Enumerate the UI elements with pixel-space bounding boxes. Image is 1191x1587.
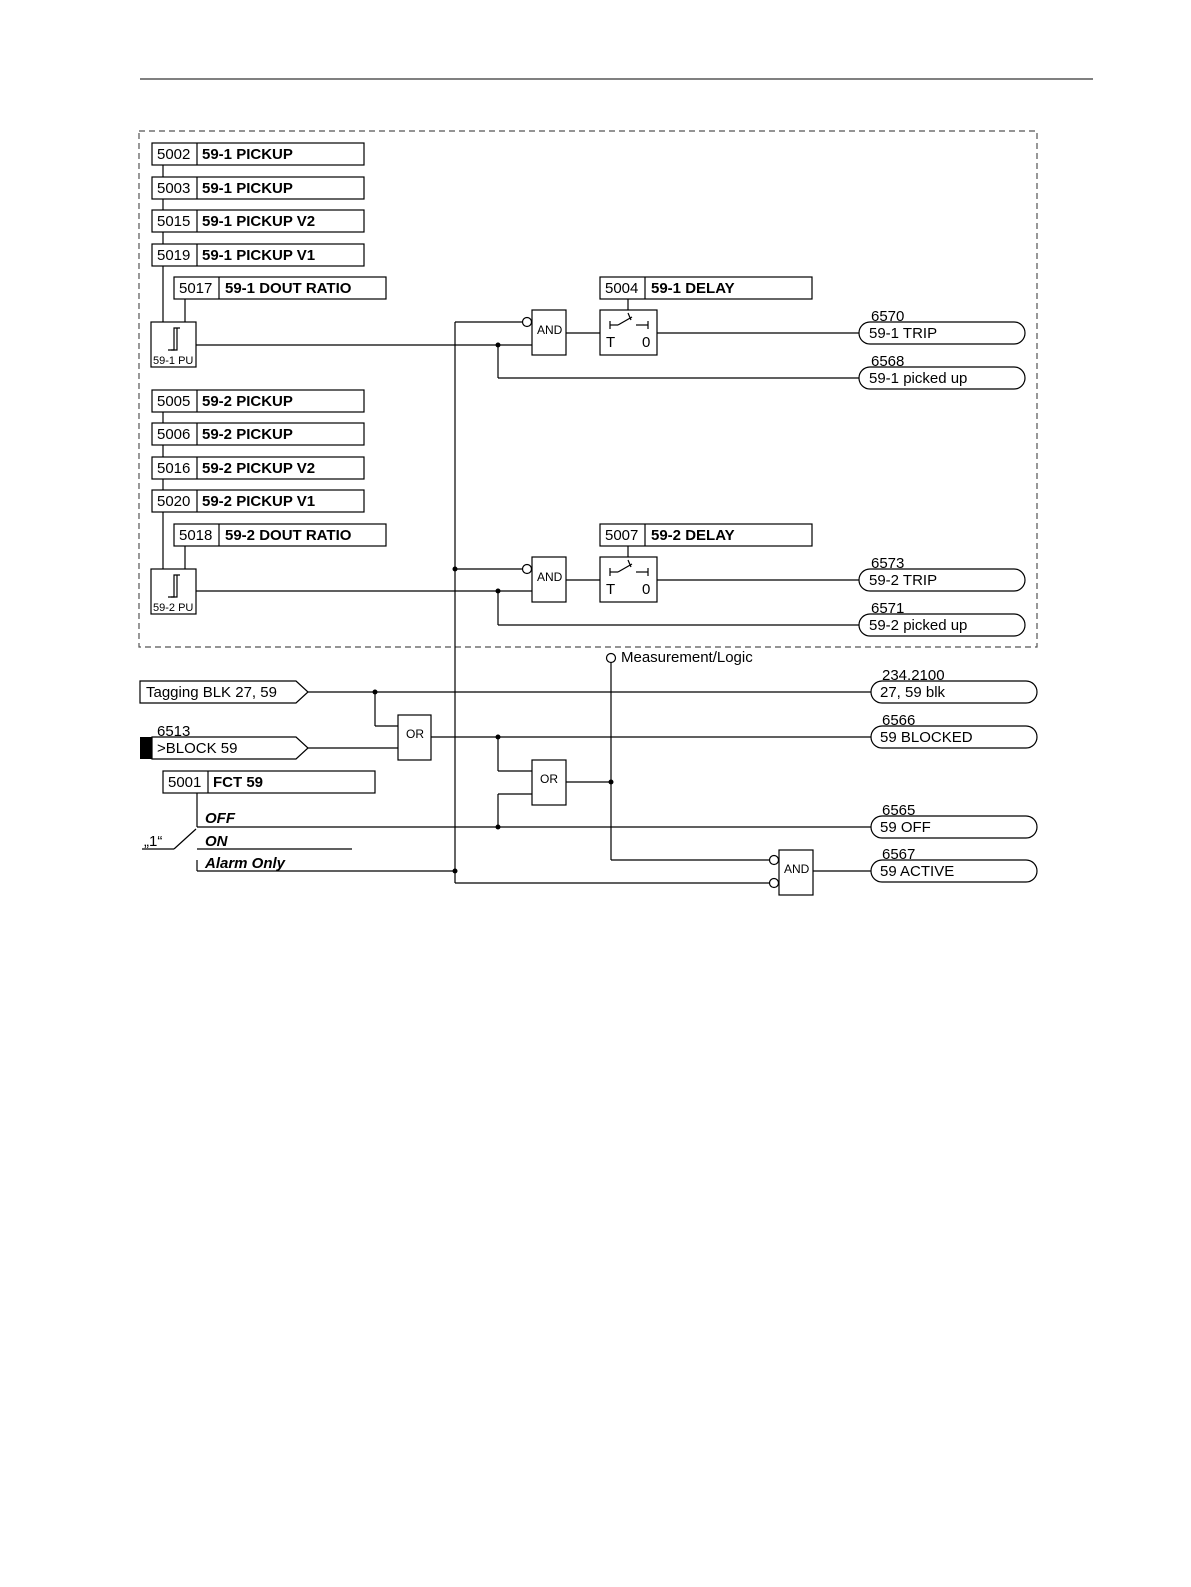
param-5020: 5020 59-2 PICKUP V1 [151,489,365,513]
svg-text:5003: 5003 [157,180,190,197]
svg-text:5019: 5019 [157,247,190,264]
svg-text:5001: 5001 [168,774,201,791]
svg-text:5005: 5005 [157,393,190,410]
svg-text:T: T [606,334,615,351]
svg-text:6566: 6566 [882,712,915,729]
function-frame [138,130,1038,648]
output-6568: 6568 59-1 picked up [858,353,1026,390]
svg-text:AND: AND [537,323,563,337]
svg-text:0: 0 [642,581,650,598]
svg-text:Tagging BLK 27, 59: Tagging BLK 27, 59 [146,684,277,701]
option-on: ON [205,833,229,850]
svg-text:AND: AND [537,570,563,584]
svg-text:5018: 5018 [179,527,212,544]
or-gate-block: OR [397,714,432,761]
svg-text:59-1 PICKUP: 59-1 PICKUP [202,180,293,197]
svg-text:59-1 DOUT RATIO: 59-1 DOUT RATIO [225,280,352,297]
svg-text:5016: 5016 [157,460,190,477]
param-5002: 5002 59-1 PICKUP [151,142,365,166]
svg-text:59-1 DELAY: 59-1 DELAY [651,280,735,297]
svg-text:6570: 6570 [871,308,904,325]
svg-text:59-1 PICKUP V2: 59-1 PICKUP V2 [202,213,315,230]
svg-text:5002: 5002 [157,146,190,163]
block-59-input: 6513 >BLOCK 59 [140,723,309,760]
output-6570: 6570 59-1 TRIP [858,308,1026,345]
svg-text:59-2 DOUT RATIO: 59-2 DOUT RATIO [225,527,352,544]
output-6565: 6565 59 OFF [870,802,1038,839]
param-5017: 5017 59-1 DOUT RATIO [173,276,387,300]
tagging-input: Tagging BLK 27, 59 [139,680,309,704]
svg-text:59-2 PICKUP V1: 59-2 PICKUP V1 [202,493,315,510]
svg-text:Measurement/Logic: Measurement/Logic [621,649,753,666]
svg-text:59-1 PU: 59-1 PU [153,355,193,367]
output-6571: 6571 59-2 picked up [858,600,1026,637]
param-5007: 5007 59-2 DELAY [599,523,813,547]
svg-text:OR: OR [540,772,558,786]
output-6567: 6567 59 ACTIVE [870,846,1038,883]
and-gate-active: AND [768,849,814,896]
svg-text:6573: 6573 [871,555,904,572]
svg-text:59-2 DELAY: 59-2 DELAY [651,527,735,544]
param-5005: 5005 59-2 PICKUP [151,389,365,413]
param-5006: 5006 59-2 PICKUP [151,422,365,446]
svg-text:59-2 PICKUP V2: 59-2 PICKUP V2 [202,460,315,477]
param-5018: 5018 59-2 DOUT RATIO [173,523,387,547]
svg-text:234.2100: 234.2100 [882,667,945,684]
timer-59-2: T 0 [599,556,658,603]
param-5001: 5001 FCT 59 [162,770,376,794]
svg-text:6567: 6567 [882,846,915,863]
and-gate-59-2: AND [521,556,567,603]
svg-text:5020: 5020 [157,493,190,510]
param-5019: 5019 59-1 PICKUP V1 [151,243,365,267]
pickup-block-59-1: 59-1 PU [150,321,197,368]
svg-text:59-2 picked up: 59-2 picked up [869,617,967,634]
measurement-logic-input: Measurement/Logic [605,649,753,666]
output-234-2100: 234.2100 27, 59 blk [870,667,1038,704]
svg-text:59-2 PICKUP: 59-2 PICKUP [202,426,293,443]
svg-text:0: 0 [642,334,650,351]
svg-text:59-1 TRIP: 59-1 TRIP [869,325,937,342]
svg-text:59-1 picked up: 59-1 picked up [869,370,967,387]
svg-text:5017: 5017 [179,280,212,297]
svg-text:OR: OR [406,727,424,741]
svg-text:59-2 TRIP: 59-2 TRIP [869,572,937,589]
svg-text:59 OFF: 59 OFF [880,819,931,836]
or-gate-off: OR [531,759,567,806]
param-5016: 5016 59-2 PICKUP V2 [151,456,365,480]
and-gate-59-1: AND [521,309,567,356]
svg-text:5006: 5006 [157,426,190,443]
fct-switch: „1“ OFF ON Alarm Only [142,810,871,872]
option-alarm-only: Alarm Only [204,855,286,872]
svg-text:59-1 PICKUP V1: 59-1 PICKUP V1 [202,247,315,264]
svg-text:5004: 5004 [605,280,638,297]
output-6566: 6566 59 BLOCKED [870,712,1038,749]
svg-text:T: T [606,581,615,598]
svg-text:AND: AND [784,862,810,876]
param-5003: 5003 59-1 PICKUP [151,176,365,200]
svg-text:6565: 6565 [882,802,915,819]
output-6573: 6573 59-2 TRIP [858,555,1026,592]
svg-text:>BLOCK 59: >BLOCK 59 [157,740,237,757]
svg-text:„1“: „1“ [144,833,162,850]
option-off: OFF [205,810,236,827]
svg-text:27, 59 blk: 27, 59 blk [880,684,946,701]
param-5015: 5015 59-1 PICKUP V2 [151,209,365,233]
svg-text:5007: 5007 [605,527,638,544]
svg-text:6568: 6568 [871,353,904,370]
svg-text:59-2 PU: 59-2 PU [153,602,193,614]
param-5004: 5004 59-1 DELAY [599,276,813,300]
svg-text:FCT 59: FCT 59 [213,774,263,791]
svg-text:59-2 PICKUP: 59-2 PICKUP [202,393,293,410]
svg-text:59 ACTIVE: 59 ACTIVE [880,863,954,880]
svg-text:5015: 5015 [157,213,190,230]
pickup-block-59-2: 59-2 PU [150,568,197,615]
timer-59-1: T 0 [599,309,658,356]
svg-text:59 BLOCKED: 59 BLOCKED [880,729,973,746]
svg-text:59-1 PICKUP: 59-1 PICKUP [202,146,293,163]
svg-text:6513: 6513 [157,723,190,740]
svg-text:6571: 6571 [871,600,904,617]
